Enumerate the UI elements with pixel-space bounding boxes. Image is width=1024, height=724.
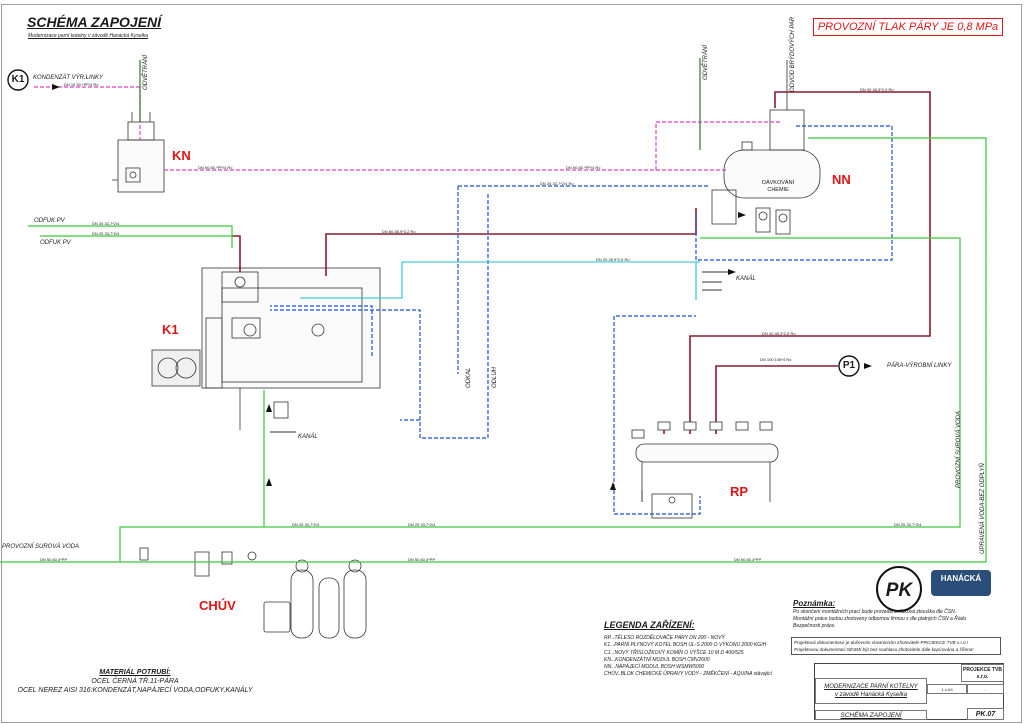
- title-block-scale-cell: -: [967, 684, 1004, 694]
- pipe-label: DN 50,60,*PP/4 Ro: [198, 165, 233, 170]
- flow-arrows: [52, 84, 872, 490]
- legend-item: NN...NAPÁJECÍ MODUL BOSH WSMW5000: [604, 664, 705, 671]
- provozni-voda-vertical-label: PROVOZNÍ SUROVÁ VODA: [956, 410, 962, 488]
- page-subtitle: Modernizace parní kotelny v závodě Hanác…: [28, 33, 149, 39]
- feedwater-lines: [270, 125, 893, 515]
- legend-item: RP...TĚLESO ROZDĚLOVAČE PÁRY DN 200 - NO…: [604, 635, 725, 642]
- kondenzat-label: KONDENZÁT VÝR.LINKY: [33, 75, 104, 81]
- pressure-note: PROVOZNÍ TLAK PÁRY JE 0,8 MPa: [813, 18, 1003, 36]
- notes-line: Bezpečnosti práce.: [793, 623, 836, 629]
- legend-item: KN...KONDENZÁTNÍ MODUL BOSH CMV2600: [604, 656, 710, 663]
- odvetrani-label-2: ODVĚTRÁNÍ: [703, 44, 709, 80]
- provozni-voda-label: PROVOZNÍ SUROVÁ VODA: [2, 544, 80, 550]
- title-block-project: MODERNIZACE PARNÍ KOTELNY: [824, 684, 918, 690]
- title-block-project2: v závodě Hanácká Kyselka: [834, 692, 908, 698]
- k1-connector-circle: [7, 69, 29, 91]
- title-block-company-cell: PROJEKCE TVB s.r.o.: [961, 664, 1004, 682]
- title-block-number-cell: PK.07: [967, 708, 1004, 720]
- material-block: MATERIÁL POTRUBÍ: OCEL ČERNÁ TŘ.11-PÁRA …: [10, 668, 260, 695]
- vent-lines: [139, 58, 701, 150]
- pk-logo: PK: [876, 566, 922, 612]
- odvod-brydovych-label: ODVOD BRÝDOVÝCH PAR: [790, 16, 796, 92]
- title-block-scale: -: [984, 687, 987, 692]
- pipe-label: DN 80 88,9*3,2 Ro: [382, 229, 416, 234]
- odfuk-pv-label-2: ODFUK PV: [40, 240, 71, 246]
- pipe-label: DN 25 33,7*2/4: [408, 522, 436, 527]
- pipe-label: DN 15 50,*PP/4 Ro: [64, 82, 99, 87]
- hanacka-logo: HANÁCKÁ: [931, 570, 991, 596]
- nn-module: [711, 60, 821, 235]
- declaration-block: Projektová dokumentace je duševním vlast…: [791, 637, 1001, 655]
- pipe-label: DN 25 33,7*2/4: [894, 522, 922, 527]
- rp-valves: [631, 421, 773, 439]
- page-title: SCHÉMA ZAPOJENÍ: [27, 14, 162, 30]
- drain-lines: [300, 261, 700, 300]
- pipe-label: DN 50,60,3*PP: [408, 557, 436, 562]
- odvetrani-label-1: ODVĚTRÁNÍ: [143, 54, 149, 90]
- k1-boiler: [151, 267, 381, 430]
- title-block-company: PROJEKCE TVB s.r.o.: [963, 667, 1002, 680]
- title-block-project-cell: MODERNIZACE PARNÍ KOTELNY v závodě Hanác…: [815, 678, 927, 704]
- chuv-label: CHÚV: [199, 598, 236, 613]
- davkovani-label: DÁVKOVÁNÍ CHEMIE: [762, 180, 795, 193]
- pipe-label: DN 50,60,*PP/4 Ro: [566, 165, 601, 170]
- declaration-line: Projektovou dokumentaci NESMÍ být bez so…: [794, 647, 974, 652]
- upravena-voda-label: UPRAVENÁ VODA-BEZ ODPLYŇ: [980, 463, 986, 554]
- title-block-drawing-cell: SCHÉMA ZAPOJENÍ: [815, 710, 927, 720]
- para-vyrobni-label: PÁRA-VÝROBNÍ LINKY: [887, 363, 952, 369]
- pipe-label: DN 20 26,9*2,6 Ro: [596, 257, 630, 262]
- pipe-label: DN 40,48,3*2,6 Ro: [762, 331, 796, 336]
- legend-item: CHÚV..BLOK CHEMICKÉ ÚPRAVY VODY - ZMĚKČE…: [604, 671, 772, 678]
- notes-heading: Poznámka:: [793, 599, 836, 608]
- raw-water-lines: [0, 137, 987, 563]
- title-block: MODERNIZACE PARNÍ KOTELNY v závodě Hanác…: [814, 663, 1004, 720]
- legend-item: C1...NOVÝ TŘÍSLOŽKOVÝ KOMÍN O VÝŠCE 10 M…: [604, 649, 744, 656]
- kanal-label-1: KANÁL: [298, 434, 318, 440]
- material-line: OCEL ČERNÁ TŘ.11-PÁRA: [91, 678, 179, 685]
- odluh-label: ODLUH: [492, 366, 498, 388]
- kn-label: KN: [172, 148, 191, 163]
- p1-connector-circle: [838, 355, 860, 377]
- title-block-drawing: SCHÉMA ZAPOJENÍ: [840, 712, 902, 719]
- declaration-line: Projektová dokumentace je duševním vlast…: [794, 640, 969, 645]
- material-heading: MATERIÁL POTRUBÍ:: [99, 669, 171, 676]
- pipe-label: DN 50,60,3*PP: [40, 557, 68, 562]
- chuv-block: [139, 547, 367, 639]
- title-block-number: PK.07: [975, 711, 996, 718]
- title-block-format: 1 x A3: [941, 687, 953, 692]
- k1-label: K1: [162, 322, 179, 337]
- p1-connector-text: P1: [842, 360, 856, 371]
- notes-line: Montážní práce budou zhotoveny odbornou …: [793, 616, 967, 622]
- sheet-frame: [1, 4, 1022, 723]
- pipe-label: DN 25 33,7*2/4 Ro: [540, 181, 574, 186]
- pipe-label: DN 25 33,7*2/4: [92, 221, 120, 226]
- pipe-label: DN 25 33,7*2/4: [92, 231, 120, 236]
- notes-line: Po skončení montážních prací bude proved…: [793, 609, 957, 615]
- title-block-format-cell: 1 x A3: [927, 684, 967, 694]
- drain-black: [270, 271, 732, 502]
- notes-block: Poznámka: Po skončení montážních prací b…: [793, 600, 998, 630]
- odkal-label: ODKAL: [466, 367, 472, 388]
- legend-block: LEGENDA ZAŘÍZENÍ: RP...TĚLESO ROZDĚLOVAČ…: [604, 620, 794, 678]
- nn-label: NN: [832, 172, 851, 187]
- pipe-label: DN 25 33,7*2/4: [292, 522, 320, 527]
- rp-distributor: [635, 443, 779, 519]
- legend-heading: LEGENDA ZAŘÍZENÍ:: [604, 620, 695, 630]
- pipe-label: DN 50,60,3*PP: [734, 557, 762, 562]
- kn-module: [112, 112, 165, 193]
- pipe-label: DN 40 48,3*2,9 Ro: [860, 87, 894, 92]
- kanal-label-2: KANÁL: [736, 276, 756, 282]
- odfuk-pv-label-1: ODFUK PV: [34, 218, 65, 224]
- rp-label: RP: [730, 484, 749, 499]
- pipe-label: DN 100 108*4 Ro: [760, 357, 792, 362]
- material-line: OCEL NEREZ AISI 316:KONDENZÁT,NAPÁJECÍ V…: [17, 687, 253, 694]
- k1-connector-text: K1: [11, 74, 25, 85]
- legend-item: K1...PARNÍ PLYNOVÝ KOTEL BOSH UL-S 2000 …: [604, 642, 767, 649]
